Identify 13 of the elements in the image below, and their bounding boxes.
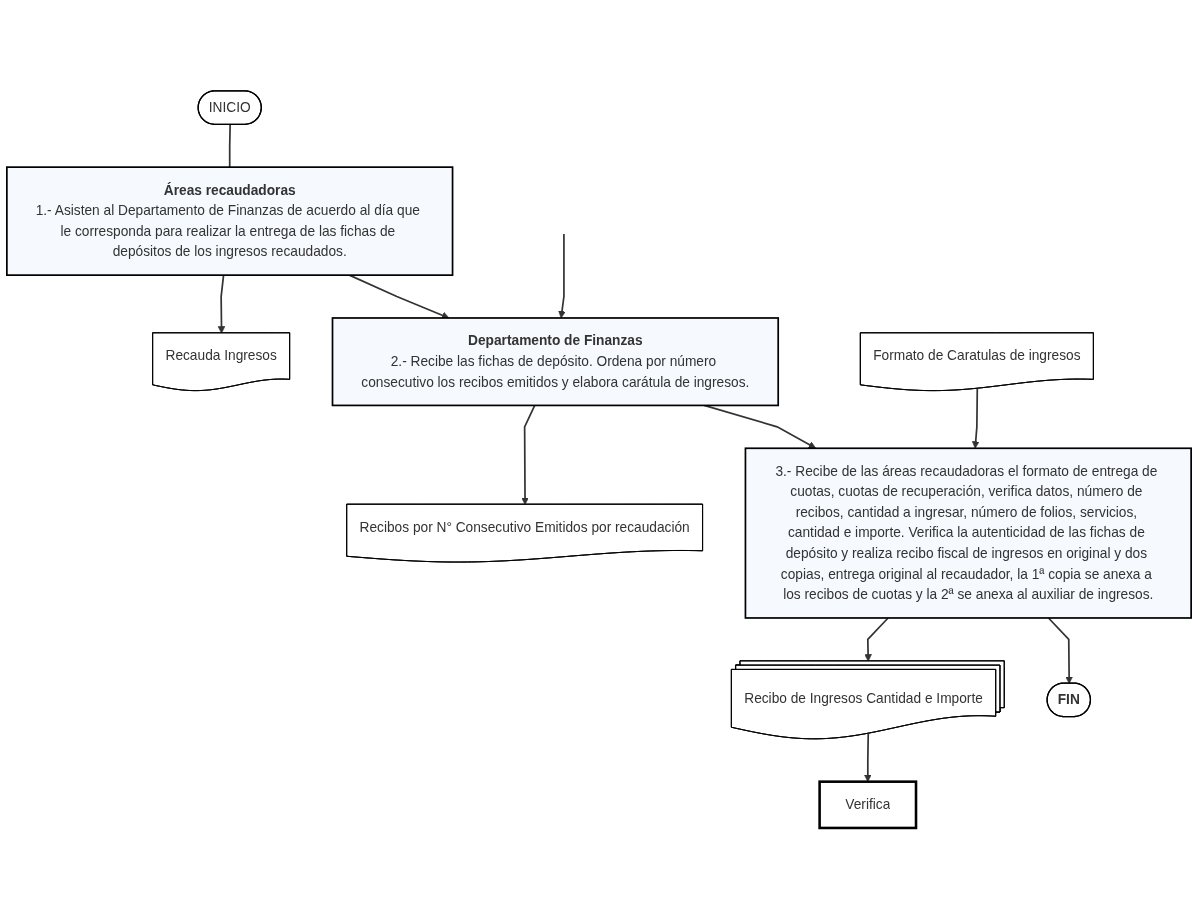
node-box: Departamento de Finanzas 2.- Recibe las fichas de depósito. Ordena por número consecutivo los recibos emitidos y elabora carátula de ingresos.	[331, 316, 780, 406]
connector	[228, 123, 231, 168]
arrow	[217, 273, 226, 334]
arrow	[521, 404, 536, 505]
arrow	[971, 387, 980, 449]
node-box: Verifica	[818, 780, 918, 829]
arrow	[864, 616, 889, 662]
node-box: Áreas recaudadoras 1.- Asisten al Departamento de Finanzas de acuerdo al día que le corresponda para realizar la entrega de las fichas de depósitos de los ingresos recaudados.	[6, 165, 454, 276]
arrow	[864, 732, 872, 782]
arrow	[1047, 616, 1073, 684]
arrow	[558, 232, 566, 318]
arrow	[348, 273, 450, 319]
node-box: 3.- Recibe de las áreas recaudadoras el formato de entrega de cuotas, cuotas de recuperación, verifica datos, número de recibos, cantidad a ingresar, número de folios, servicios, cantidad e importe. Verifica la autenticidad de las fichas de depósito y realiza recibo fiscal de ingresos en original y dos copias, entrega original al recaudador, la 1ª copia se anexa a los recibos de cuotas y la 2ª se anexa al auxiliar de ingresos.	[744, 447, 1192, 619]
